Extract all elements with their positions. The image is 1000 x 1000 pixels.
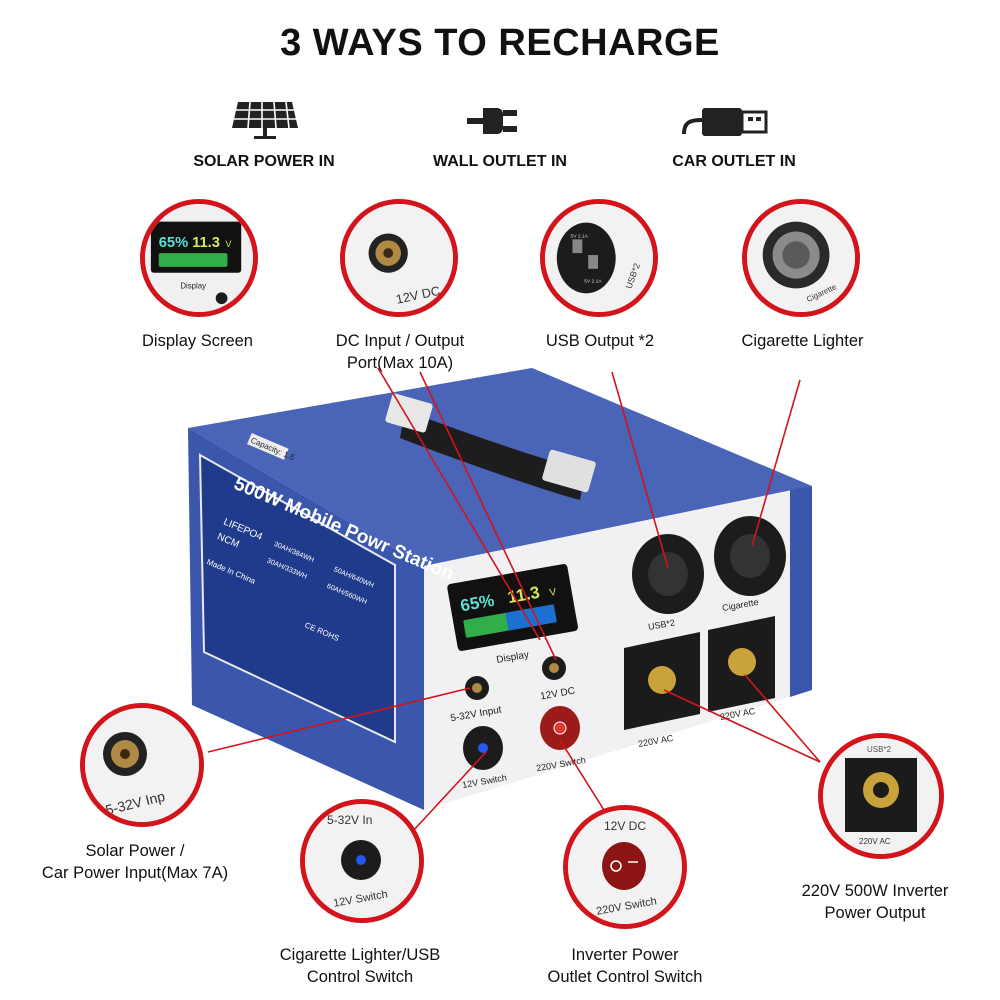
callout-solar-line1: Solar Power /: [85, 842, 185, 860]
callout-cigarette-lighter: Cigarette Lighter: [741, 332, 864, 350]
zoom-display-pct: 65%: [159, 235, 188, 251]
zoom-display-label: Display: [180, 281, 206, 290]
way-label-solar: SOLAR POWER IN: [193, 153, 335, 170]
zoom-usb-spec2: 5V 2.1A: [584, 279, 602, 285]
zoom-display-unit: V: [226, 239, 232, 249]
callout-inv-line2: Power Output: [824, 904, 926, 922]
zoom-sw12-top: 5-32V In: [327, 813, 372, 827]
zoom-inverter-outlet: USB*2 220V AC: [818, 733, 944, 859]
callout-usb-output: USB Output *2: [545, 332, 655, 350]
callout-dc-port: DC Input / Output Port(Max 10A): [300, 330, 500, 374]
way-label-wall: WALL OUTLET IN: [433, 153, 567, 170]
solar-panel-icon: [230, 100, 300, 142]
zoom-usb-spec1: 5V 2.1A: [571, 233, 589, 239]
zoom-usb-output: 5V 2.1A 5V 2.1A USB*2: [540, 199, 658, 317]
zoom-display-volt: 11.3: [192, 235, 220, 251]
zoom-display-screen: 65% 11.3 V Display: [140, 199, 258, 317]
zoom-cigarette-lighter: Cigarette: [742, 199, 860, 317]
callout-solar-line2: Car Power Input(Max 7A): [41, 864, 229, 882]
callout-sw220-line2: Outlet Control Switch: [547, 968, 703, 986]
zoom-sw220-top: 12V DC: [604, 819, 646, 833]
callout-sw12-line1: Cigarette Lighter/USB: [279, 946, 441, 964]
page-title: 3 WAYS TO RECHARGE: [280, 22, 720, 64]
callout-dc-line1: DC Input / Output: [335, 332, 465, 350]
callout-inv-line1: 220V 500W Inverter: [801, 882, 949, 900]
zoom-inv-top: USB*2: [867, 745, 892, 754]
callout-display-screen: Display Screen: [142, 332, 253, 350]
zoom-inv-label: 220V AC: [859, 837, 891, 846]
zoom-12v-switch: 5-32V In 12V Switch: [300, 799, 424, 923]
wall-plug-icon: [465, 100, 535, 142]
way-label-car: CAR OUTLET IN: [672, 153, 796, 170]
callout-inverter-output: 220V 500W Inverter Power Output: [770, 880, 980, 924]
callout-12v-switch: Cigarette Lighter/USB Control Switch: [250, 944, 470, 988]
callout-220v-switch: Inverter Power Outlet Control Switch: [520, 944, 730, 988]
zoom-dc-port: 12V DC: [340, 199, 458, 317]
callout-dc-line2: Port(Max 10A): [346, 354, 454, 372]
callout-sw220-line1: Inverter Power: [571, 946, 679, 964]
zoom-220v-switch: 12V DC 220V Switch: [563, 805, 687, 929]
zoom-solar-input: 5-32V Inp: [80, 703, 204, 827]
callout-solar-input: Solar Power / Car Power Input(Max 7A): [20, 840, 250, 884]
device-usb-label: USB*2: [647, 617, 675, 632]
callout-sw12-line2: Control Switch: [306, 968, 414, 986]
usb-car-plug-icon: [680, 100, 770, 142]
